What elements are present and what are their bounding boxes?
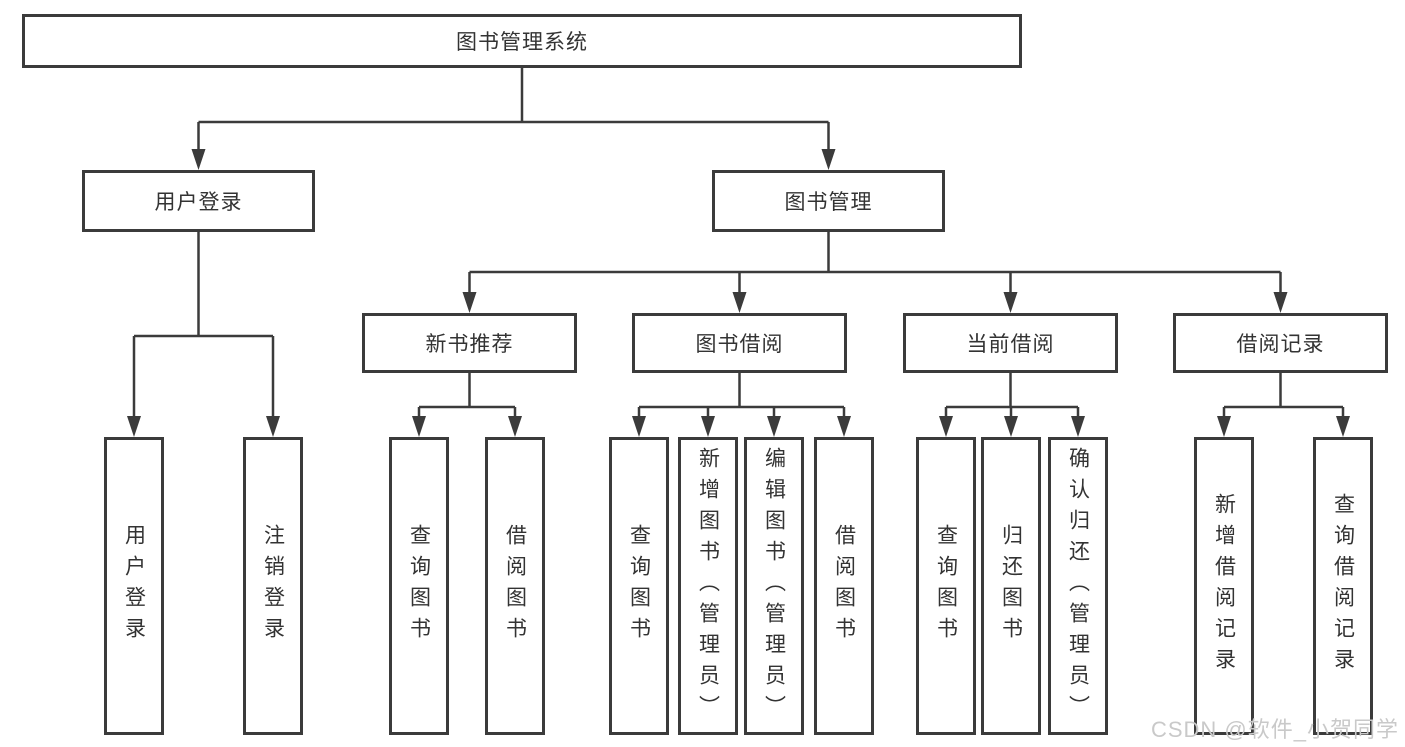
node-book-borrow: 图书借阅 (632, 313, 847, 373)
csdn-watermark: CSDN @软件_小贺同学 (1150, 717, 1399, 742)
node-user-login-branch: 用户登录 (82, 170, 315, 232)
leaf-label: 新增图书（管理员） (696, 446, 720, 726)
leaf-return-books: 归还图书 (981, 437, 1041, 735)
leaf-add-books-admin: 新增图书（管理员） (678, 437, 738, 735)
leaf-borrow-books-recommend: 借阅图书 (485, 437, 545, 735)
node-borrow-records: 借阅记录 (1173, 313, 1388, 373)
leaf-label: 确认归还（管理员） (1066, 446, 1090, 726)
leaf-label: 查询图书 (407, 524, 431, 648)
leaf-edit-books-admin: 编辑图书（管理员） (744, 437, 804, 735)
leaf-label: 用户登录 (122, 524, 146, 648)
leaf-label: 查询图书 (934, 524, 958, 648)
node-label: 用户登录 (154, 191, 243, 214)
node-label: 图书借阅 (695, 333, 784, 356)
leaf-label: 查询图书 (627, 524, 651, 648)
leaf-borrow-books: 借阅图书 (814, 437, 874, 735)
node-label: 借阅记录 (1236, 333, 1325, 356)
leaf-query-books-borrow: 查询图书 (609, 437, 669, 735)
leaf-label: 借阅图书 (503, 524, 527, 648)
leaf-confirm-return-admin: 确认归还（管理员） (1048, 437, 1108, 735)
leaf-label: 注销登录 (261, 524, 285, 648)
node-label: 当前借阅 (966, 333, 1055, 356)
node-label: 图书管理 (784, 191, 873, 214)
leaf-logout: 注销登录 (243, 437, 303, 735)
leaf-label: 查询借阅记录 (1331, 493, 1355, 679)
leaf-user-login: 用户登录 (104, 437, 164, 735)
leaf-query-borrow-record: 查询借阅记录 (1313, 437, 1373, 735)
leaf-label: 归还图书 (999, 524, 1023, 648)
node-root-label: 图书管理系统 (456, 31, 588, 54)
node-book-management-branch: 图书管理 (712, 170, 945, 232)
node-label: 新书推荐 (425, 333, 514, 356)
leaf-label: 编辑图书（管理员） (762, 446, 786, 726)
leaf-label: 新增借阅记录 (1212, 493, 1236, 679)
node-current-borrow: 当前借阅 (903, 313, 1118, 373)
node-root: 图书管理系统 (22, 14, 1022, 68)
node-new-book-recommend: 新书推荐 (362, 313, 577, 373)
leaf-query-books-recommend: 查询图书 (389, 437, 449, 735)
leaf-query-books-current: 查询图书 (916, 437, 976, 735)
leaf-add-borrow-record: 新增借阅记录 (1194, 437, 1254, 735)
leaf-label: 借阅图书 (832, 524, 856, 648)
